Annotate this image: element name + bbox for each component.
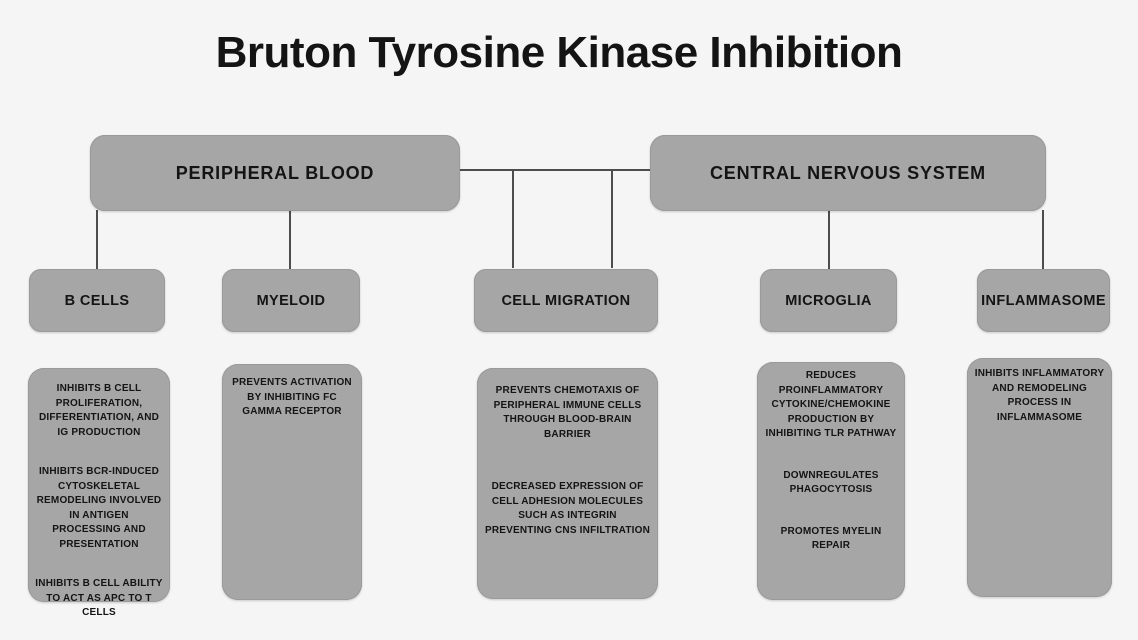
details-b-cells-item: INHIBITS BCR-INDUCED CYTOSKELETAL REMODE… — [36, 466, 162, 550]
diagram-title: Bruton Tyrosine Kinase Inhibition — [215, 28, 903, 77]
details-b-cells: INHIBITS B CELL PROLIFERATION, DIFFERENT… — [28, 368, 170, 618]
connector-roots-horizontal — [458, 169, 652, 171]
node-inflammasome: INFLAMMASOME — [977, 269, 1110, 332]
node-peripheral-blood-label: PERIPHERAL BLOOD — [175, 162, 375, 183]
connector-cns-to-inflammasome — [1042, 210, 1044, 269]
connector-peripheral-to-b-cells — [96, 210, 98, 269]
node-microglia: MICROGLIA — [760, 269, 897, 332]
details-myeloid: PREVENTS ACTIVATION BY INHIBITING FC GAM… — [222, 364, 362, 600]
node-cell-migration-label: CELL MIGRATION — [501, 292, 631, 309]
node-myeloid-label: MYELOID — [256, 292, 326, 309]
details-inflammasome-item: INHIBITS INFLAMMATORY AND REMODELING PRO… — [974, 368, 1105, 423]
connector-peripheral-to-myeloid — [289, 210, 291, 269]
details-microglia-item: DOWNREGULATES PHAGOCYTOSIS — [783, 469, 879, 496]
details-inflammasome: INHIBITS INFLAMMATORY AND REMODELING PRO… — [967, 358, 1112, 597]
details-cell-migration-item: DECREASED EXPRESSION OF CELL ADHESION MO… — [484, 481, 651, 536]
connector-cns-to-cell-migration — [611, 170, 613, 268]
details-cell-migration-item: PREVENTS CHEMOTAXIS OF PERIPHERAL IMMUNE… — [493, 385, 642, 440]
connector-peripheral-to-cell-migration — [512, 170, 514, 268]
node-peripheral-blood: PERIPHERAL BLOOD — [90, 135, 460, 211]
details-b-cells-item: INHIBITS B CELL ABILITY TO ACT AS APC TO… — [35, 578, 163, 618]
details-microglia-item: REDUCES PROINFLAMMATORY CYTOKINE/CHEMOKI… — [765, 370, 897, 439]
node-cell-migration: CELL MIGRATION — [474, 269, 658, 332]
details-cell-migration: PREVENTS CHEMOTAXIS OF PERIPHERAL IMMUNE… — [477, 368, 658, 599]
details-microglia: REDUCES PROINFLAMMATORY CYTOKINE/CHEMOKI… — [757, 362, 905, 600]
node-b-cells: B CELLS — [29, 269, 165, 332]
connector-cns-to-microglia — [828, 210, 830, 269]
node-central-nervous-system-label: CENTRAL NERVOUS SYSTEM — [710, 162, 986, 183]
node-myeloid: MYELOID — [222, 269, 360, 332]
node-inflammasome-label: INFLAMMASOME — [981, 292, 1106, 309]
node-b-cells-label: B CELLS — [64, 292, 130, 309]
node-microglia-label: MICROGLIA — [785, 292, 872, 309]
node-central-nervous-system: CENTRAL NERVOUS SYSTEM — [650, 135, 1046, 211]
details-microglia-item: PROMOTES MYELIN REPAIR — [780, 525, 882, 552]
details-myeloid-item: PREVENTS ACTIVATION BY INHIBITING FC GAM… — [232, 377, 352, 417]
details-b-cells-item: INHIBITS B CELL PROLIFERATION, DIFFERENT… — [38, 383, 160, 438]
